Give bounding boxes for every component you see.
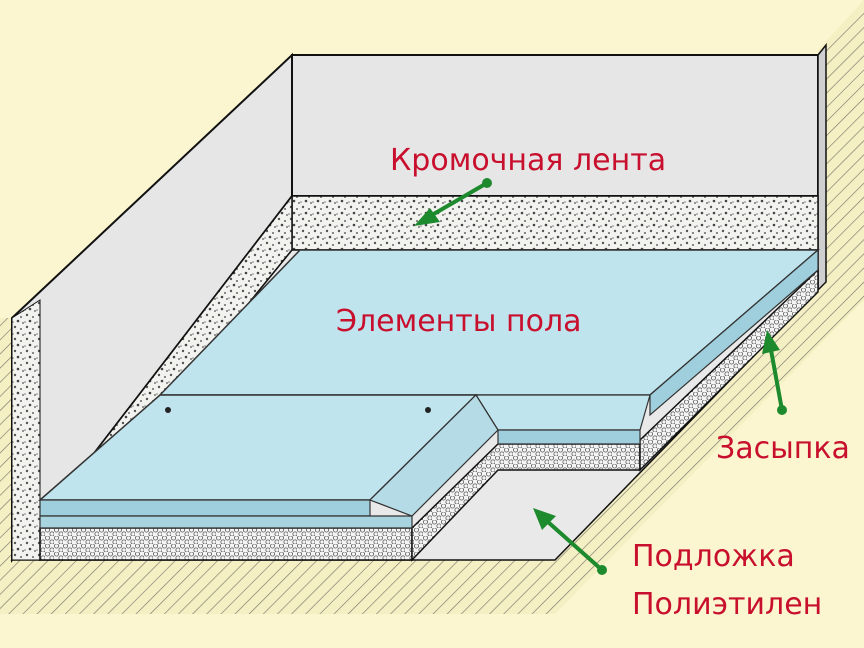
underlay-arrow [533, 508, 607, 575]
label-floor-elements: Элементы пола [336, 304, 582, 339]
walls [11, 42, 827, 563]
label-backfill: Засыпка [716, 431, 850, 466]
labels: Кромочная лента Элементы пола Засыпка По… [336, 143, 850, 622]
floor-panels [38, 248, 821, 529]
lower-panel-top [368, 394, 499, 517]
label-underlay: Подложка [632, 539, 795, 574]
right-wall-edge [817, 42, 827, 292]
label-polyethylene: Полиэтилен [632, 587, 822, 622]
backfill-arrow [762, 330, 787, 415]
screw-right [425, 407, 431, 413]
mid-panel-top [474, 394, 651, 431]
backfill-layer [39, 268, 819, 562]
big-panel-right-edge [649, 248, 819, 417]
edge-tape-arrow [414, 178, 492, 226]
arrows [414, 178, 787, 575]
label-edge-tape: Кромочная лента [390, 143, 666, 178]
ground-hatching [0, 0, 864, 614]
front-panel-edge [39, 499, 371, 517]
lower-panel-edge [39, 515, 413, 529]
mid-panel-edge [497, 429, 641, 445]
screw-left [165, 407, 171, 413]
